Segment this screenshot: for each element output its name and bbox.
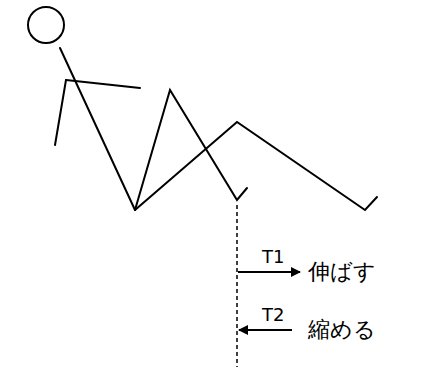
dashed-line: [236, 205, 238, 367]
arm: [66, 80, 140, 88]
force-label: T2: [262, 306, 284, 324]
head: [28, 7, 64, 43]
force-arrow: [239, 329, 292, 331]
leg: [135, 122, 377, 210]
force-label: T1: [262, 248, 284, 266]
direction-label: 伸ばす: [308, 261, 376, 283]
leg: [135, 90, 247, 210]
arm: [55, 80, 66, 145]
force-arrow: [238, 271, 300, 273]
direction-label: 縮める: [308, 319, 376, 341]
torso: [60, 48, 135, 210]
